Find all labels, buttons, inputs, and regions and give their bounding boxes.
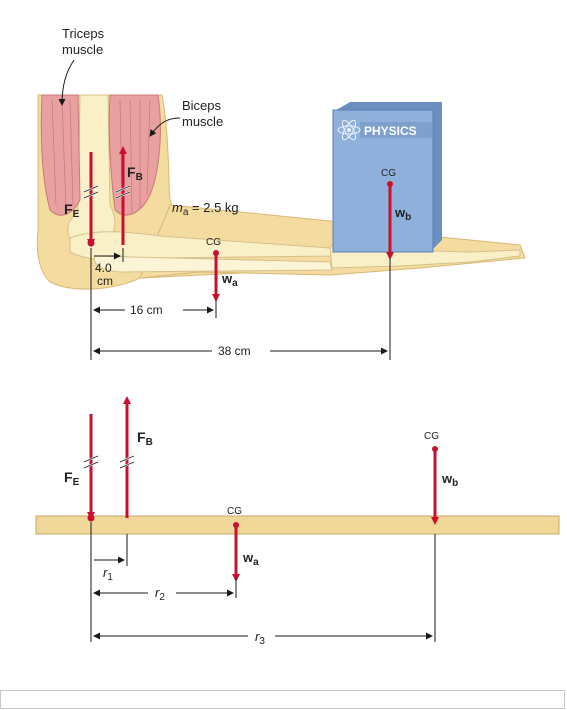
dimension-lines-fbd	[90, 522, 436, 642]
triceps-label-line1: Triceps	[62, 26, 105, 41]
dim-38cm-label: 38 cm	[218, 344, 251, 358]
elbow-pivot-fbd	[87, 514, 95, 522]
biceps-label-line2: muscle	[182, 114, 223, 129]
r3-label: r3	[255, 629, 265, 647]
cg-book-label-top: CG	[381, 168, 396, 179]
dimension-lines-top	[90, 248, 391, 360]
fe-label-top: FE	[64, 201, 80, 220]
fe-break-fbd	[83, 455, 99, 469]
ulna-bone	[93, 255, 333, 273]
dim-4cm-label-line1: 4.0	[95, 261, 112, 275]
r2-label: r2	[155, 585, 165, 603]
physics-book: PHYSICS	[332, 102, 442, 253]
caption-frame	[0, 690, 565, 709]
triceps-label-line2: muscle	[62, 42, 103, 57]
fe-label-fbd: FE	[64, 469, 80, 488]
biceps-leader	[149, 117, 181, 137]
wa-label-fbd: wa	[242, 550, 259, 568]
elbow-pivot-top	[87, 239, 95, 247]
biceps-label-line1: Biceps	[182, 98, 222, 113]
fb-label-fbd: FB	[137, 429, 153, 448]
wb-label-top: wb	[394, 205, 411, 223]
atom-icon	[337, 119, 361, 141]
triceps-leader	[58, 59, 75, 106]
cg-forearm-label-top: CG	[206, 237, 221, 248]
triceps-muscle	[40, 94, 81, 216]
fe-break-top-outline	[83, 185, 99, 199]
dim-16cm-label: 16 cm	[130, 303, 163, 317]
arm-illustration	[36, 94, 526, 290]
r1-label: r1	[103, 565, 113, 583]
mass-label: ma = 2.5 kg	[172, 200, 239, 218]
wa-label-top: wa	[221, 271, 238, 289]
cg-book-label-fbd: CG	[424, 431, 439, 442]
book-title: PHYSICS	[364, 124, 417, 138]
cg-forearm-label-fbd: CG	[227, 506, 242, 517]
fb-label-top: FB	[127, 164, 143, 183]
wb-label-fbd: wb	[441, 471, 458, 489]
beam	[35, 515, 560, 535]
dim-4cm-label-line2: cm	[97, 274, 113, 288]
fb-break-fbd	[119, 455, 135, 469]
